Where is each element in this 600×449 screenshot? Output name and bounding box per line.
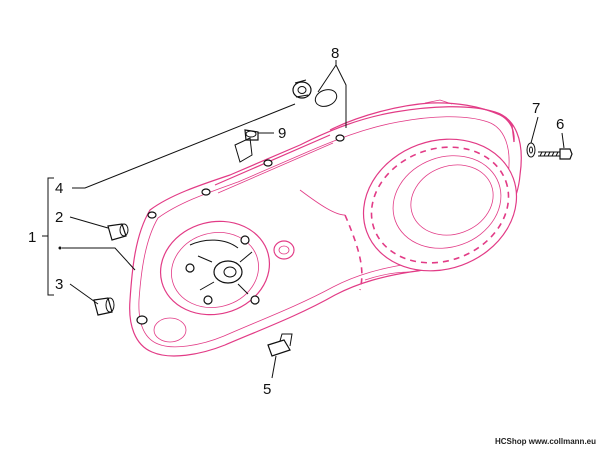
watermark: HCShop www.collmann.eu xyxy=(495,437,596,446)
callout-2: 2 xyxy=(55,209,63,226)
callout-8: 8 xyxy=(331,45,339,62)
leader-lines xyxy=(42,60,565,379)
callout-9: 9 xyxy=(278,125,286,142)
callout-6: 6 xyxy=(556,116,564,133)
callout-5: 5 xyxy=(263,381,271,398)
clip-part-5 xyxy=(267,333,293,357)
callout-4: 4 xyxy=(55,180,63,197)
callout-7: 7 xyxy=(532,100,540,117)
bolt-part-6 xyxy=(538,148,573,160)
callout-3: 3 xyxy=(55,276,63,293)
transmission-cover xyxy=(129,99,522,357)
bearing-part-8 xyxy=(292,79,338,107)
dowel-part-2 xyxy=(107,223,129,241)
leader-dot xyxy=(58,246,62,250)
washer-part-7 xyxy=(526,142,536,158)
bracket-part-9 xyxy=(234,129,259,163)
callout-1: 1 xyxy=(28,229,36,246)
dowel-part-3 xyxy=(93,297,115,316)
